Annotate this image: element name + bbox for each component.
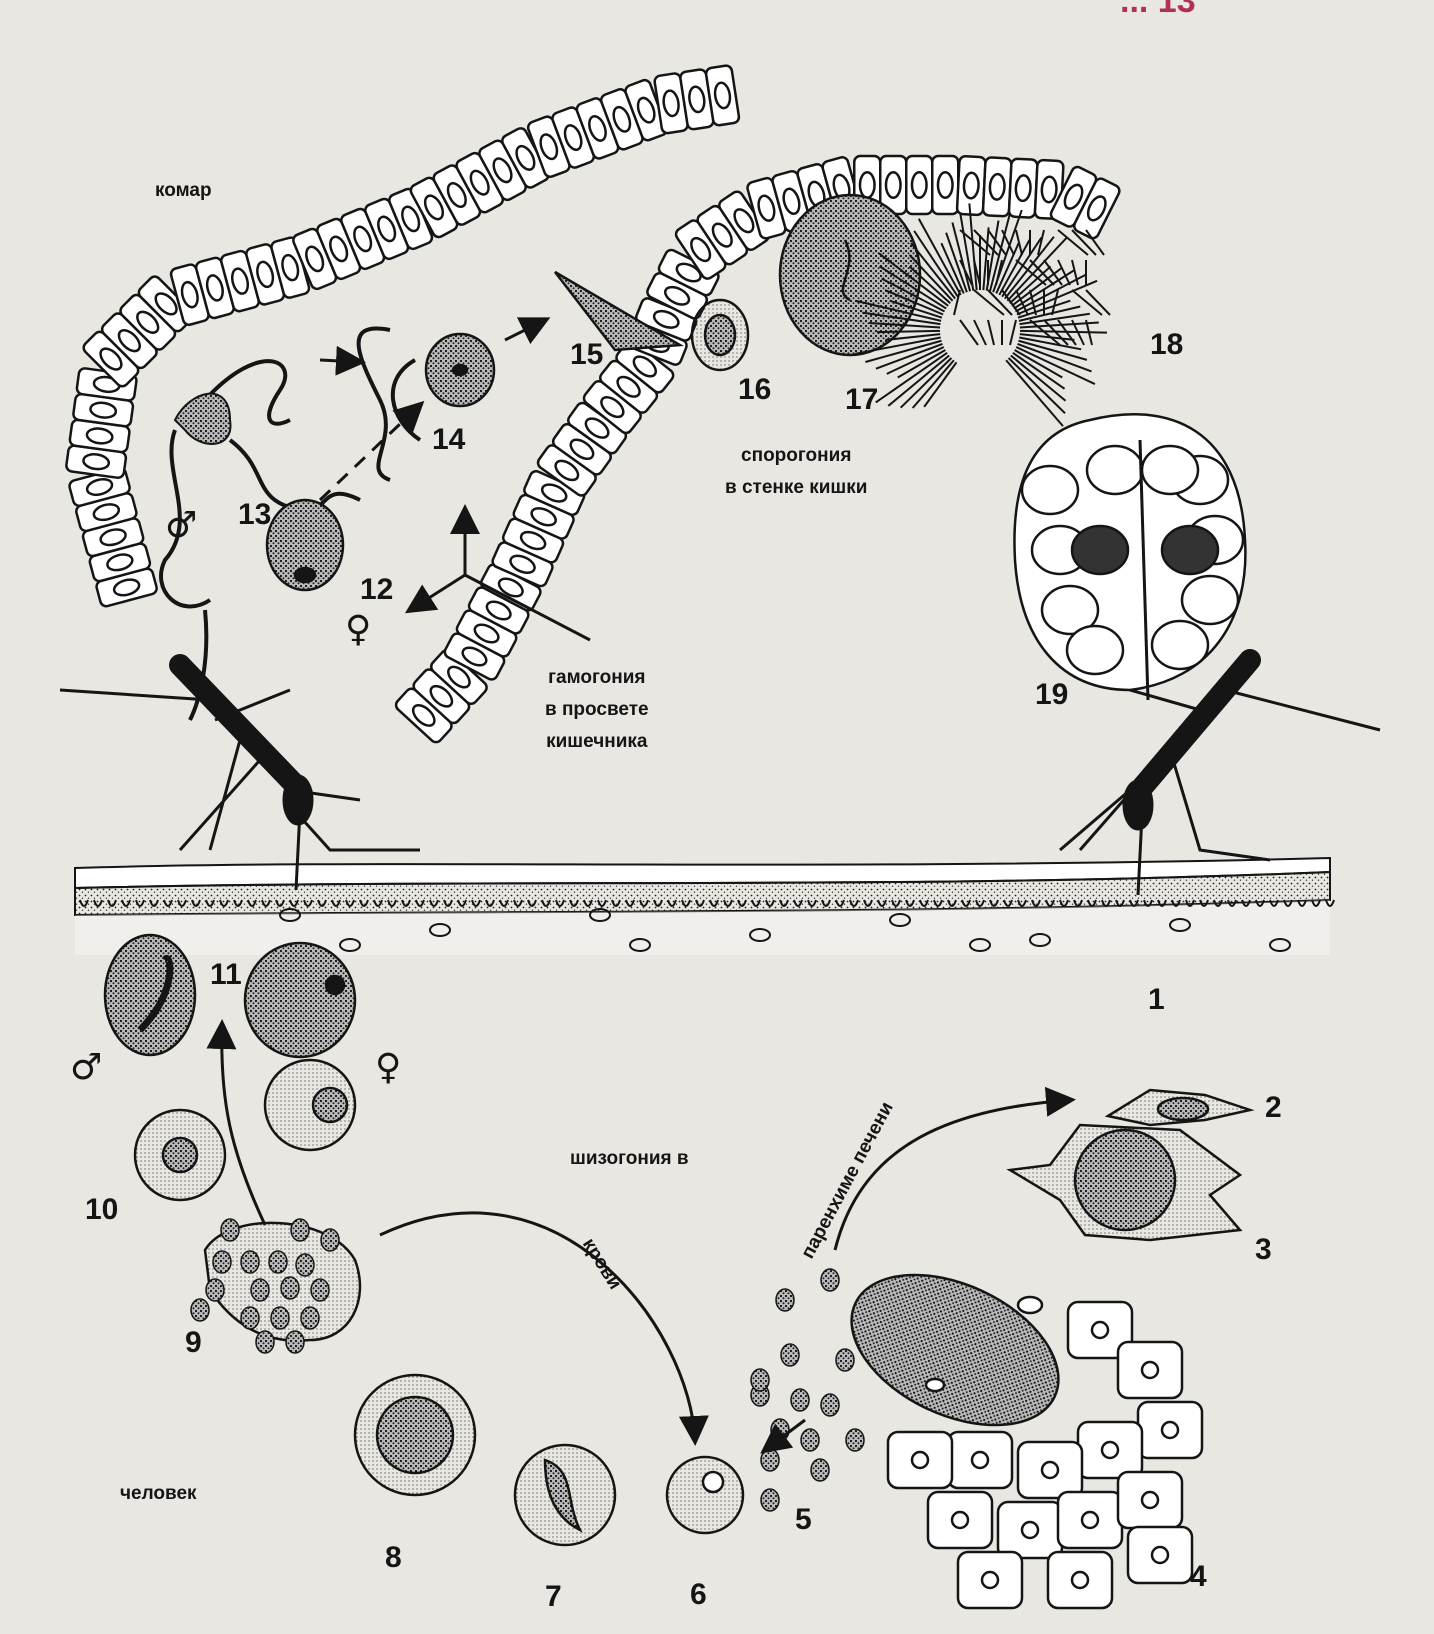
label-sporogony: спорогония в стенке кишки [725, 440, 867, 504]
cycle-arrows [206, 317, 1076, 1454]
label-gamogony: гамогония в просвете кишечника [545, 662, 649, 758]
oocyst-sporozoites [855, 203, 1111, 427]
page-header: ... 13 [1120, 0, 1196, 20]
female-symbol-mosquito: ♀ [345, 609, 372, 650]
stage-cells-mosquito [265, 193, 922, 592]
stage-number-8: 8 [385, 1541, 402, 1574]
label-human: человек [120, 1483, 197, 1504]
stage-number-17: 17 [845, 383, 879, 416]
mosquito-right-drawing [1059, 649, 1381, 896]
stage-number-5: 5 [795, 1503, 812, 1536]
stage-number-7: 7 [545, 1580, 562, 1613]
stage-number-13: 13 [238, 498, 272, 531]
label-sporogony-line1: спорогония [741, 445, 852, 466]
stage-number-4: 4 [1190, 1560, 1207, 1593]
stage-number-16: 16 [738, 373, 772, 406]
label-gamogony-line3: кишечника [546, 731, 648, 752]
stage-number-12: 12 [360, 573, 394, 606]
stage-cells-human [103, 933, 1255, 1610]
male-symbol-human: ♂ [70, 1047, 103, 1088]
stage-number-3: 3 [1255, 1233, 1272, 1266]
stage-number-9: 9 [185, 1326, 202, 1359]
microgamete-flagella [159, 326, 422, 721]
stage-number-2: 2 [1265, 1091, 1282, 1124]
label-gamogony-line2: в просвете [545, 699, 649, 720]
stage-number-19: 19 [1035, 678, 1069, 711]
mosquito-gut-epithelium [65, 64, 1121, 744]
mosquito-left-drawing [59, 654, 420, 891]
stage-number-1: 1 [1148, 983, 1165, 1016]
label-schizogony-blood-line1: шизогония в [570, 1148, 689, 1169]
merozoites [190, 1218, 865, 1512]
stage-number-11: 11 [210, 958, 242, 991]
skin-layer [74, 856, 1335, 955]
male-symbol-mosquito: ♂ [165, 505, 198, 546]
stage-number-6: 6 [690, 1578, 707, 1611]
stage-number-10: 10 [85, 1193, 119, 1226]
stage-number-15: 15 [570, 338, 604, 371]
salivary-gland [1013, 412, 1247, 701]
label-gamogony-line1: гамогония [548, 667, 646, 688]
stage-number-14: 14 [432, 423, 466, 456]
stage-number-18: 18 [1150, 328, 1184, 361]
label-sporogony-line2: в стенке кишки [725, 477, 868, 498]
female-symbol-human: ♀ [375, 1047, 402, 1088]
label-mosquito: комар [155, 180, 212, 201]
